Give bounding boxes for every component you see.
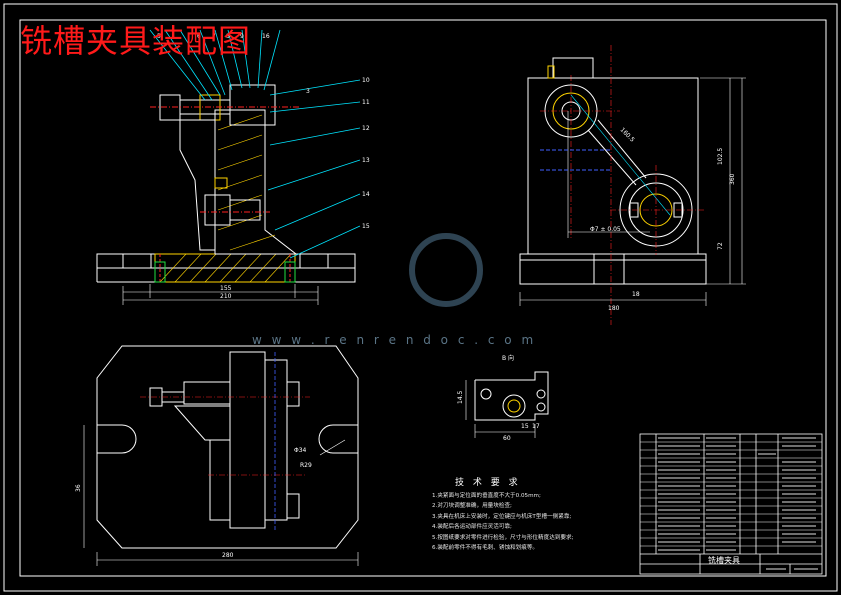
balloon-7: 7 xyxy=(212,33,216,40)
inner-frame xyxy=(19,19,827,577)
dim-slope-len: 160.5 xyxy=(619,126,636,143)
tech-req-item: 1.夹紧面与定位面的垂直度不大于0.05mm; xyxy=(432,493,541,499)
outer-frame xyxy=(3,3,838,592)
balloon-10: 10 xyxy=(362,77,370,84)
parts-list-texture xyxy=(658,437,818,570)
tech-req-item: 5.按图纸要求对零件进行检验，尺寸与形位精度达到要求; xyxy=(432,534,574,541)
dim-front-outer: 210 xyxy=(220,293,232,300)
title-block-name: 铣槽夹具 xyxy=(708,556,740,565)
balloon-9: 9 xyxy=(240,33,244,40)
tech-req-item: 4.装配后各运动部件应灵活可靠; xyxy=(432,524,512,531)
dim-height-1: 72 xyxy=(717,242,724,250)
dim-side-height: 360 xyxy=(729,173,736,185)
balloon-3: 3 xyxy=(306,88,310,95)
balloon-16: 16 xyxy=(262,33,270,40)
parts-list-rows xyxy=(640,441,822,547)
watermark-logo xyxy=(409,233,483,307)
dim-pin: Φ34 xyxy=(294,447,307,454)
tech-req-item: 2.对刀块调整准确，用量块检查; xyxy=(432,503,512,510)
dim-side-width: 180 xyxy=(608,305,620,312)
watermark-url: w w w . r e n r e n d o c . c o m xyxy=(252,333,537,347)
plan-view xyxy=(83,345,359,566)
balloon-11: 11 xyxy=(362,99,370,106)
dim-center-dist: 102.5 xyxy=(717,148,724,165)
dim-slot-r: R29 xyxy=(300,462,312,469)
dim-b-height: 14.5 xyxy=(457,390,464,404)
dim-b-width: 60 xyxy=(503,435,511,442)
dim-height-2: 18 xyxy=(632,291,640,298)
dim-plan-width: 280 xyxy=(222,552,234,559)
balloon-14: 14 xyxy=(362,191,370,198)
balloon-12: 12 xyxy=(362,125,370,132)
side-view xyxy=(519,45,746,325)
tech-req-item: 6.装配前零件不得有毛刺、锈蚀和划痕等。 xyxy=(432,545,539,552)
balloon-5: 5 xyxy=(157,33,161,40)
b-view-label: B 向 xyxy=(502,355,515,362)
balloon-13: 13 xyxy=(362,157,370,164)
dim-bore: Φ7 ± 0.05 xyxy=(590,226,621,233)
dim-b-2: 17 xyxy=(532,423,540,430)
dim-b-1: 15 xyxy=(521,423,529,430)
balloon-15: 15 xyxy=(362,223,370,230)
dim-plan-depth: 36 xyxy=(75,484,82,492)
balloon-6: 6 xyxy=(197,33,201,40)
dim-front-inner: 155 xyxy=(220,285,232,292)
tech-req-heading: 技 术 要 求 xyxy=(455,478,521,488)
tech-req-item: 3.夹具在机床上安装时，定位键应与机床T型槽一侧紧靠; xyxy=(432,513,572,520)
front-view xyxy=(96,29,361,305)
drawing-title: 铣槽夹具装配图 xyxy=(20,22,252,60)
parts-list xyxy=(639,433,823,575)
balloon-8: 8 xyxy=(226,33,230,40)
balloon-labels: 3 5 6 7 8 9 10 11 12 13 14 15 16 xyxy=(157,33,370,230)
tech-req-list: 1.夹紧面与定位面的垂直度不大于0.05mm; 2.对刀块调整准确，用量块检查;… xyxy=(432,491,642,553)
b-view xyxy=(465,371,549,438)
